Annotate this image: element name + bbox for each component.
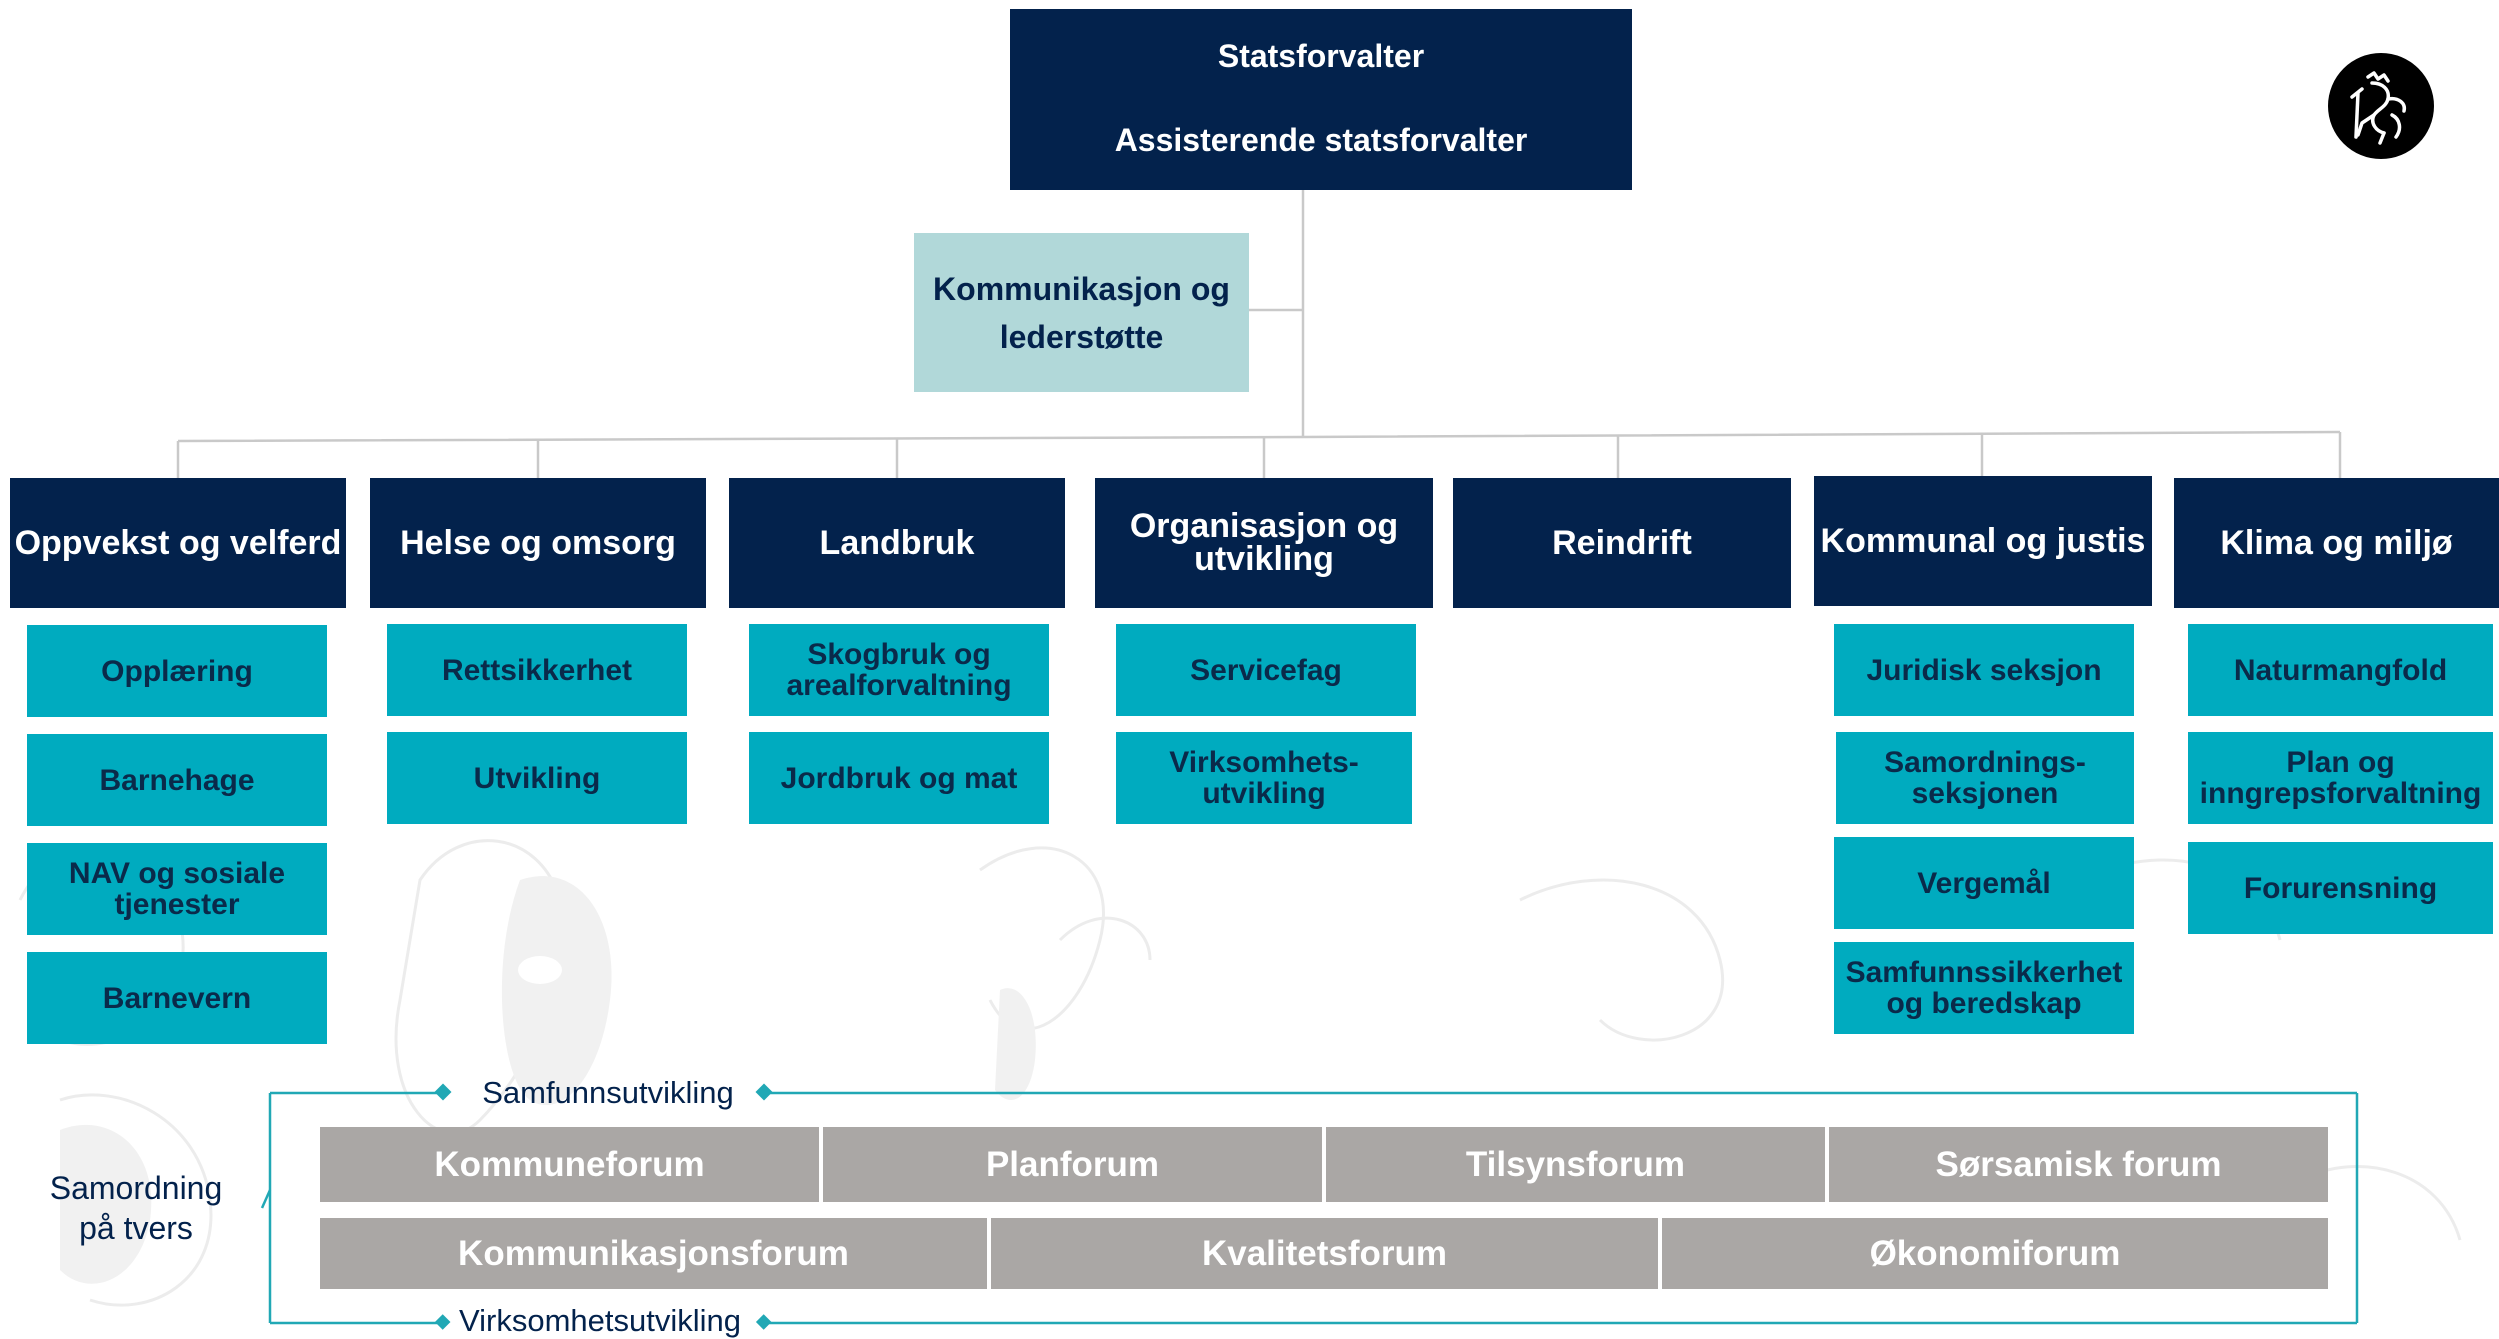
dept-klima-miljo: Klima og miljø — [2174, 478, 2499, 608]
forum-box: Kommunikasjonsforum — [320, 1218, 987, 1289]
dept-oppvekst-velferd: Oppvekst og velferd — [10, 478, 346, 608]
forum-box: Kvalitetsforum — [991, 1218, 1658, 1289]
section-box: Naturmangfold — [2188, 624, 2493, 716]
section-label: Rettsikkerhet — [441, 653, 633, 687]
section-label: Utvikling — [473, 761, 601, 795]
coordination-frame — [260, 1091, 2359, 1325]
section-box: Plan og inngrepsforvaltning — [2188, 732, 2493, 824]
top-leadership-box: Statsforvalter Assisterende statsforvalt… — [1010, 9, 1632, 190]
section-box: Skogbruk og arealforvaltning — [749, 624, 1049, 716]
communication-staff-label: Kommunikasjon og lederstøtte — [933, 270, 1230, 355]
forum-label: Kvalitetsforum — [1201, 1233, 1448, 1273]
forum-box: Kommuneforum — [320, 1127, 819, 1202]
dept-label: Klima og miljø — [2220, 523, 2453, 562]
section-box: Barnehage — [27, 734, 327, 826]
section-box: NAV og sosiale tjenester — [27, 843, 327, 935]
section-label: Servicefag — [1190, 653, 1342, 687]
section-box: Virksomhets-utvikling — [1116, 732, 1412, 824]
coordination-top-label: Samfunnsutvikling — [482, 1075, 734, 1110]
section-box: Forurensning — [2188, 842, 2493, 934]
forum-label: Planforum — [985, 1144, 1160, 1184]
forum-box: Tilsynsforum — [1326, 1127, 1825, 1202]
forum-label: Kommuneforum — [434, 1144, 705, 1184]
section-box: Samfunnssikkerhet og beredskap — [1834, 942, 2134, 1034]
dept-reindrift: Reindrift — [1453, 478, 1791, 608]
section-label: Virksomhets-utvikling — [1169, 746, 1359, 810]
forum-label: Tilsynsforum — [1465, 1144, 1686, 1184]
section-box: Jordbruk og mat — [749, 732, 1049, 824]
section-label: Forurensning — [2243, 871, 2438, 905]
norwegian-lion-emblem-icon — [2328, 53, 2434, 159]
section-label: Jordbruk og mat — [780, 761, 1018, 795]
top-title: Statsforvalter — [1217, 38, 1425, 74]
coordination-side-label: Samordning på tvers — [49, 1170, 223, 1246]
section-label: Plan og inngrepsforvaltning — [2199, 746, 2482, 810]
section-box: Samordnings-seksjonen — [1836, 732, 2134, 824]
section-label: Opplæring — [101, 654, 253, 688]
dept-label: Helse og omsorg — [400, 523, 676, 562]
background-shapes — [60, 876, 1036, 1284]
section-box: Servicefag — [1116, 624, 1416, 716]
section-label: Vergemål — [1917, 866, 2051, 900]
dept-label: Landbruk — [819, 523, 975, 562]
section-label: Barnevern — [102, 981, 252, 1015]
dept-label: Oppvekst og velferd — [14, 523, 342, 562]
section-box: Juridisk seksjon — [1834, 624, 2134, 716]
dept-label: Reindrift — [1552, 523, 1692, 562]
forum-box: Økonomiforum — [1662, 1218, 2328, 1289]
coordination-bottom-label: Virksomhetsutvikling — [459, 1303, 741, 1338]
section-label: Naturmangfold — [2233, 653, 2448, 687]
section-label: Samordnings-seksjonen — [1884, 746, 2086, 810]
section-box: Vergemål — [1834, 837, 2134, 929]
section-label: NAV og sosiale tjenester — [68, 857, 286, 921]
section-box: Utvikling — [387, 732, 687, 824]
forum-box: Sørsamisk forum — [1829, 1127, 2328, 1202]
dept-label: Kommunal og justis — [1820, 521, 2146, 560]
dept-kommunal-justis: Kommunal og justis — [1814, 476, 2152, 606]
section-box: Opplæring — [27, 625, 327, 717]
forum-label: Sørsamisk forum — [1935, 1144, 2222, 1184]
dept-organisasjon-utvikling: Organisasjon og utvikling — [1095, 478, 1433, 608]
forum-label: Kommunikasjonsforum — [458, 1233, 849, 1273]
top-subtitle: Assisterende statsforvalter — [1114, 122, 1528, 158]
communication-staff-box: Kommunikasjon og lederstøtte — [914, 233, 1249, 392]
section-label: Barnehage — [99, 763, 255, 797]
dept-landbruk: Landbruk — [729, 478, 1065, 608]
dept-label: Organisasjon og utvikling — [1129, 507, 1399, 578]
section-label: Samfunnssikkerhet og beredskap — [1845, 956, 2123, 1020]
forum-label: Økonomiforum — [1869, 1233, 2121, 1273]
forum-box: Planforum — [823, 1127, 1322, 1202]
dept-helse-omsorg: Helse og omsorg — [370, 478, 706, 608]
section-label: Juridisk seksjon — [1866, 653, 2102, 687]
section-label: Skogbruk og arealforvaltning — [786, 638, 1012, 702]
section-box: Barnevern — [27, 952, 327, 1044]
section-box: Rettsikkerhet — [387, 624, 687, 716]
